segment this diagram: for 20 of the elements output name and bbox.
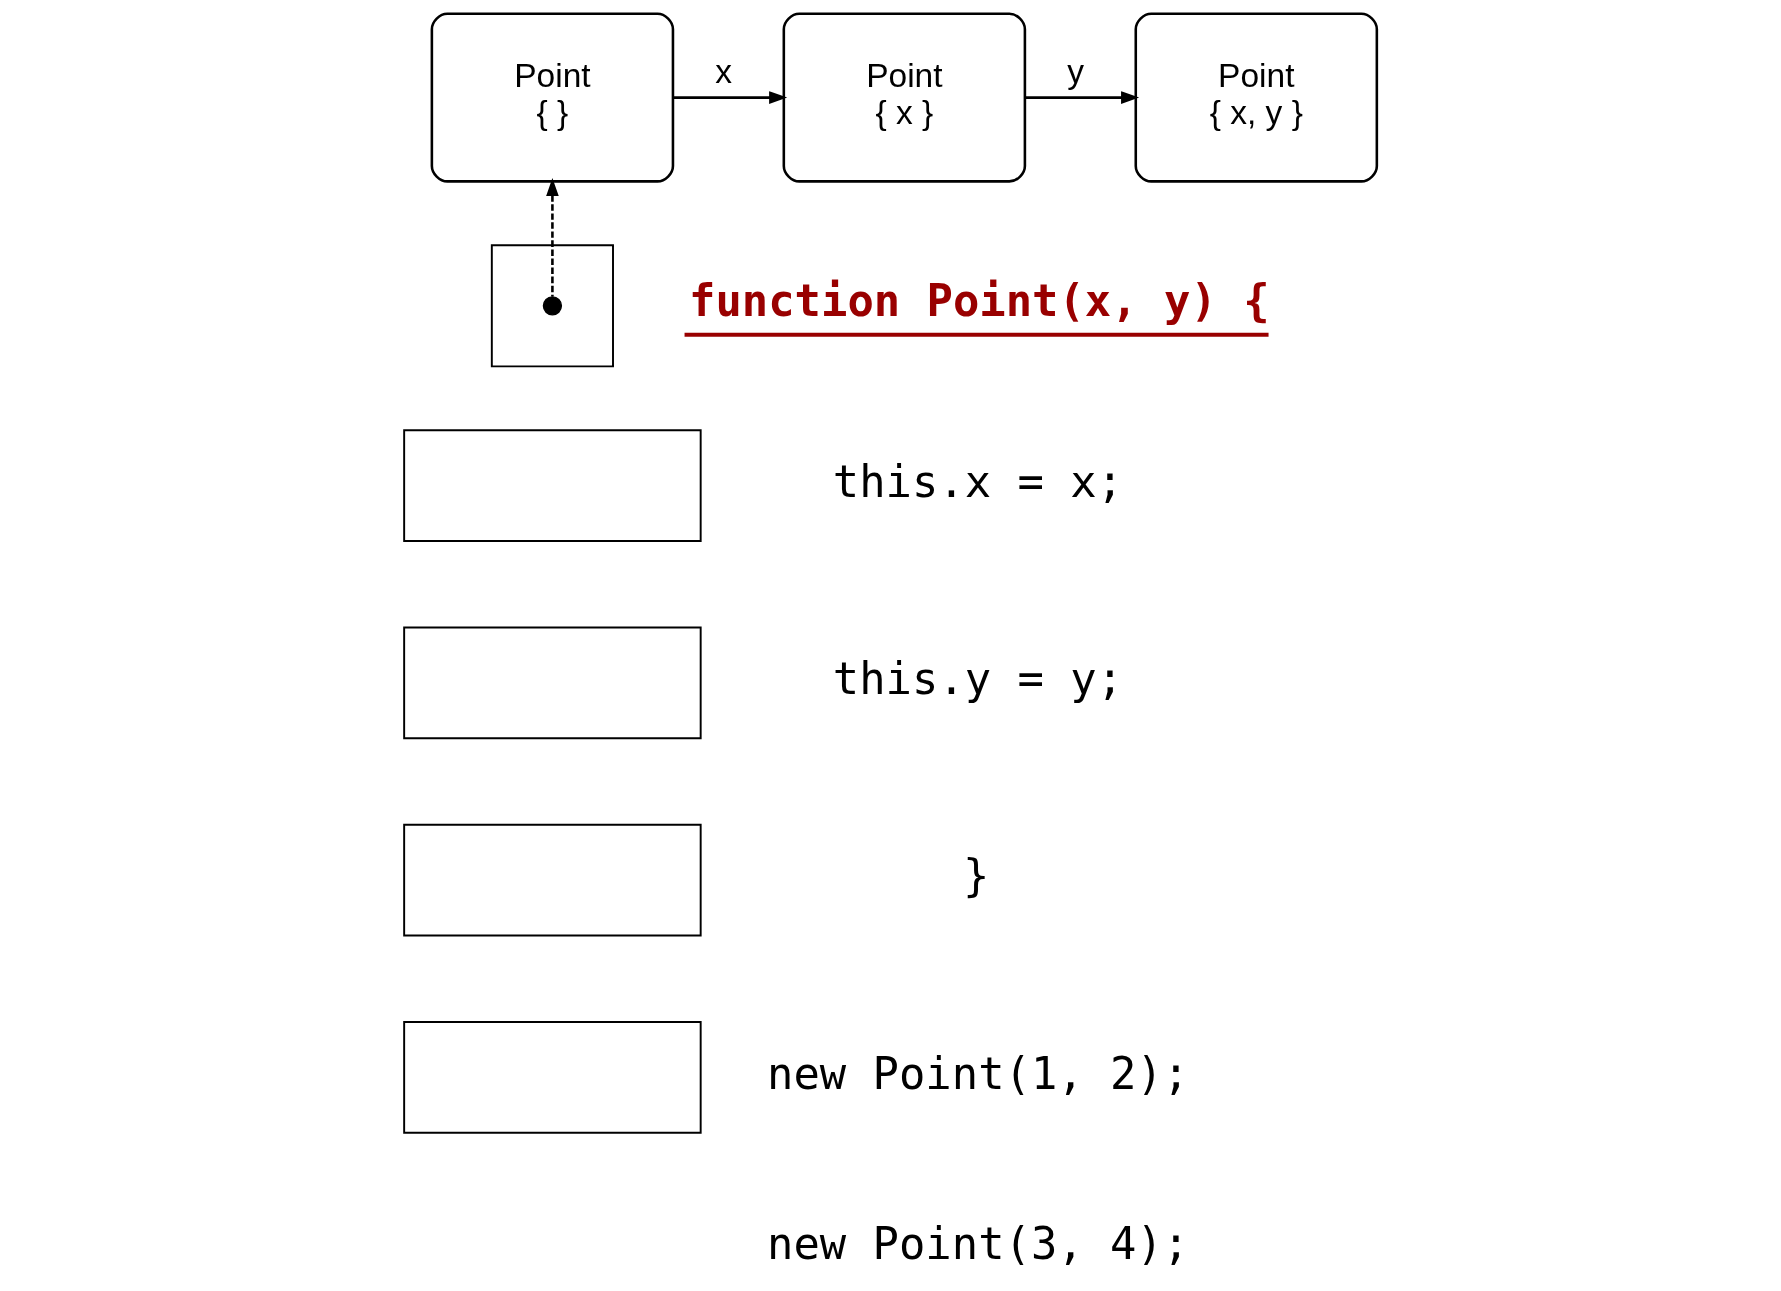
node-box bbox=[403, 429, 702, 543]
arrow bbox=[1025, 91, 1140, 104]
label: new Point(3, 4); bbox=[767, 1218, 1190, 1270]
node-box: Point { x } bbox=[782, 12, 1027, 183]
label: } bbox=[963, 850, 990, 902]
node-circle bbox=[542, 296, 563, 316]
node-box bbox=[403, 823, 702, 937]
label: this.x = x; bbox=[832, 455, 1124, 507]
edge-label: x bbox=[715, 53, 733, 91]
node-box bbox=[403, 1020, 702, 1134]
node-box bbox=[403, 626, 702, 740]
arrow bbox=[546, 178, 559, 297]
label: function Point(x, y) { bbox=[689, 275, 1270, 327]
label: this.y = y; bbox=[832, 653, 1124, 705]
node-box: Point { } bbox=[430, 12, 675, 183]
label: new Point(1, 2); bbox=[767, 1047, 1190, 1099]
edge-label: y bbox=[1067, 53, 1085, 91]
arrow bbox=[673, 91, 788, 104]
node-box: Point { x, y } bbox=[1134, 12, 1379, 183]
cluster bbox=[490, 244, 614, 368]
